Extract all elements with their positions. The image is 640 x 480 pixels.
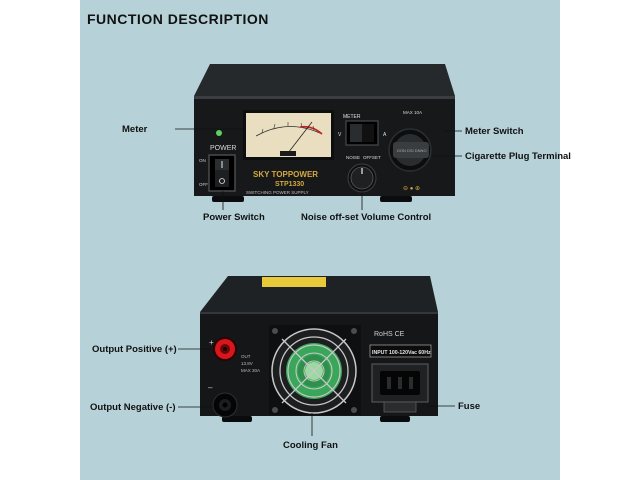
ac-inlet-fuse[interactable] — [371, 363, 429, 413]
fan-guard — [271, 328, 357, 414]
meter-switch[interactable] — [345, 120, 379, 146]
front-unit: POWER ON OFF — [194, 64, 455, 202]
output-negative-callout: Output Negative (-) — [90, 402, 176, 413]
noise-offset-knob[interactable] — [347, 163, 377, 193]
back-unit: + OUT 13.8V MAX 30A – — [200, 276, 438, 422]
meter-callout: Meter — [122, 124, 148, 135]
output-text-1: OUT — [241, 354, 251, 359]
cigarette-plug-callout: Cigarette Plug Terminal — [465, 151, 571, 162]
compliance-marks: RoHS CE — [374, 331, 405, 338]
meter-a-label: A — [383, 132, 387, 138]
meter-face — [246, 113, 331, 157]
offset-label: OFFSET — [363, 155, 381, 160]
meter — [243, 110, 334, 160]
fuse-callout: Fuse — [458, 401, 481, 412]
output-negative-terminal[interactable] — [212, 392, 238, 418]
off-label: OFF — [199, 182, 208, 187]
front-unit-top — [194, 64, 455, 96]
front-subtitle: SWITCHING POWER SUPPLY — [246, 190, 309, 195]
cigarette-plug-terminal[interactable]: DON DSI DNNO — [388, 128, 432, 172]
front-foot-right — [380, 196, 412, 202]
meter-v-label: V — [338, 132, 342, 138]
output-text-2: 13.8V — [241, 361, 253, 366]
back-unit-top — [200, 276, 438, 312]
output-positive-callout: Output Positive (+) — [92, 344, 177, 355]
power-led — [216, 130, 222, 136]
power-switch[interactable] — [208, 154, 236, 192]
fuse-holder[interactable] — [383, 401, 417, 413]
output-positive-terminal[interactable] — [213, 337, 237, 361]
warning-label — [262, 277, 326, 287]
power-switch-callout: Power Switch — [203, 212, 265, 223]
minus-mark: – — [208, 383, 213, 392]
meter-needle — [287, 121, 313, 154]
leader-lines — [175, 128, 462, 436]
output-text-3: MAX 30A — [241, 368, 260, 373]
plug-cap-text: DON DSI DNNO — [397, 148, 427, 153]
cooling-fan-callout: Cooling Fan — [283, 440, 338, 451]
brand-name: SKY TOPPOWER — [253, 170, 318, 179]
meter-switch-callout: Meter Switch — [465, 126, 524, 137]
svg-text:⊖ ● ⊕: ⊖ ● ⊕ — [403, 186, 420, 192]
noise-label: NOISE — [346, 155, 360, 160]
model-number: STP1330 — [275, 181, 304, 188]
input-rating-box — [369, 344, 432, 358]
noise-control-callout: Noise off-set Volume Control — [301, 212, 432, 223]
power-label: POWER — [210, 145, 236, 152]
front-foot-left — [212, 196, 244, 202]
page-title: FUNCTION DESCRIPTION — [87, 11, 269, 27]
on-label: ON — [199, 158, 206, 163]
plus-mark: + — [209, 338, 214, 347]
cooling-fan — [269, 325, 361, 415]
meter-switch-label: METER — [343, 114, 361, 120]
input-rating: INPUT 100-120Vac 60Hz — [372, 350, 431, 356]
max-label: MAX 10A — [403, 110, 422, 115]
